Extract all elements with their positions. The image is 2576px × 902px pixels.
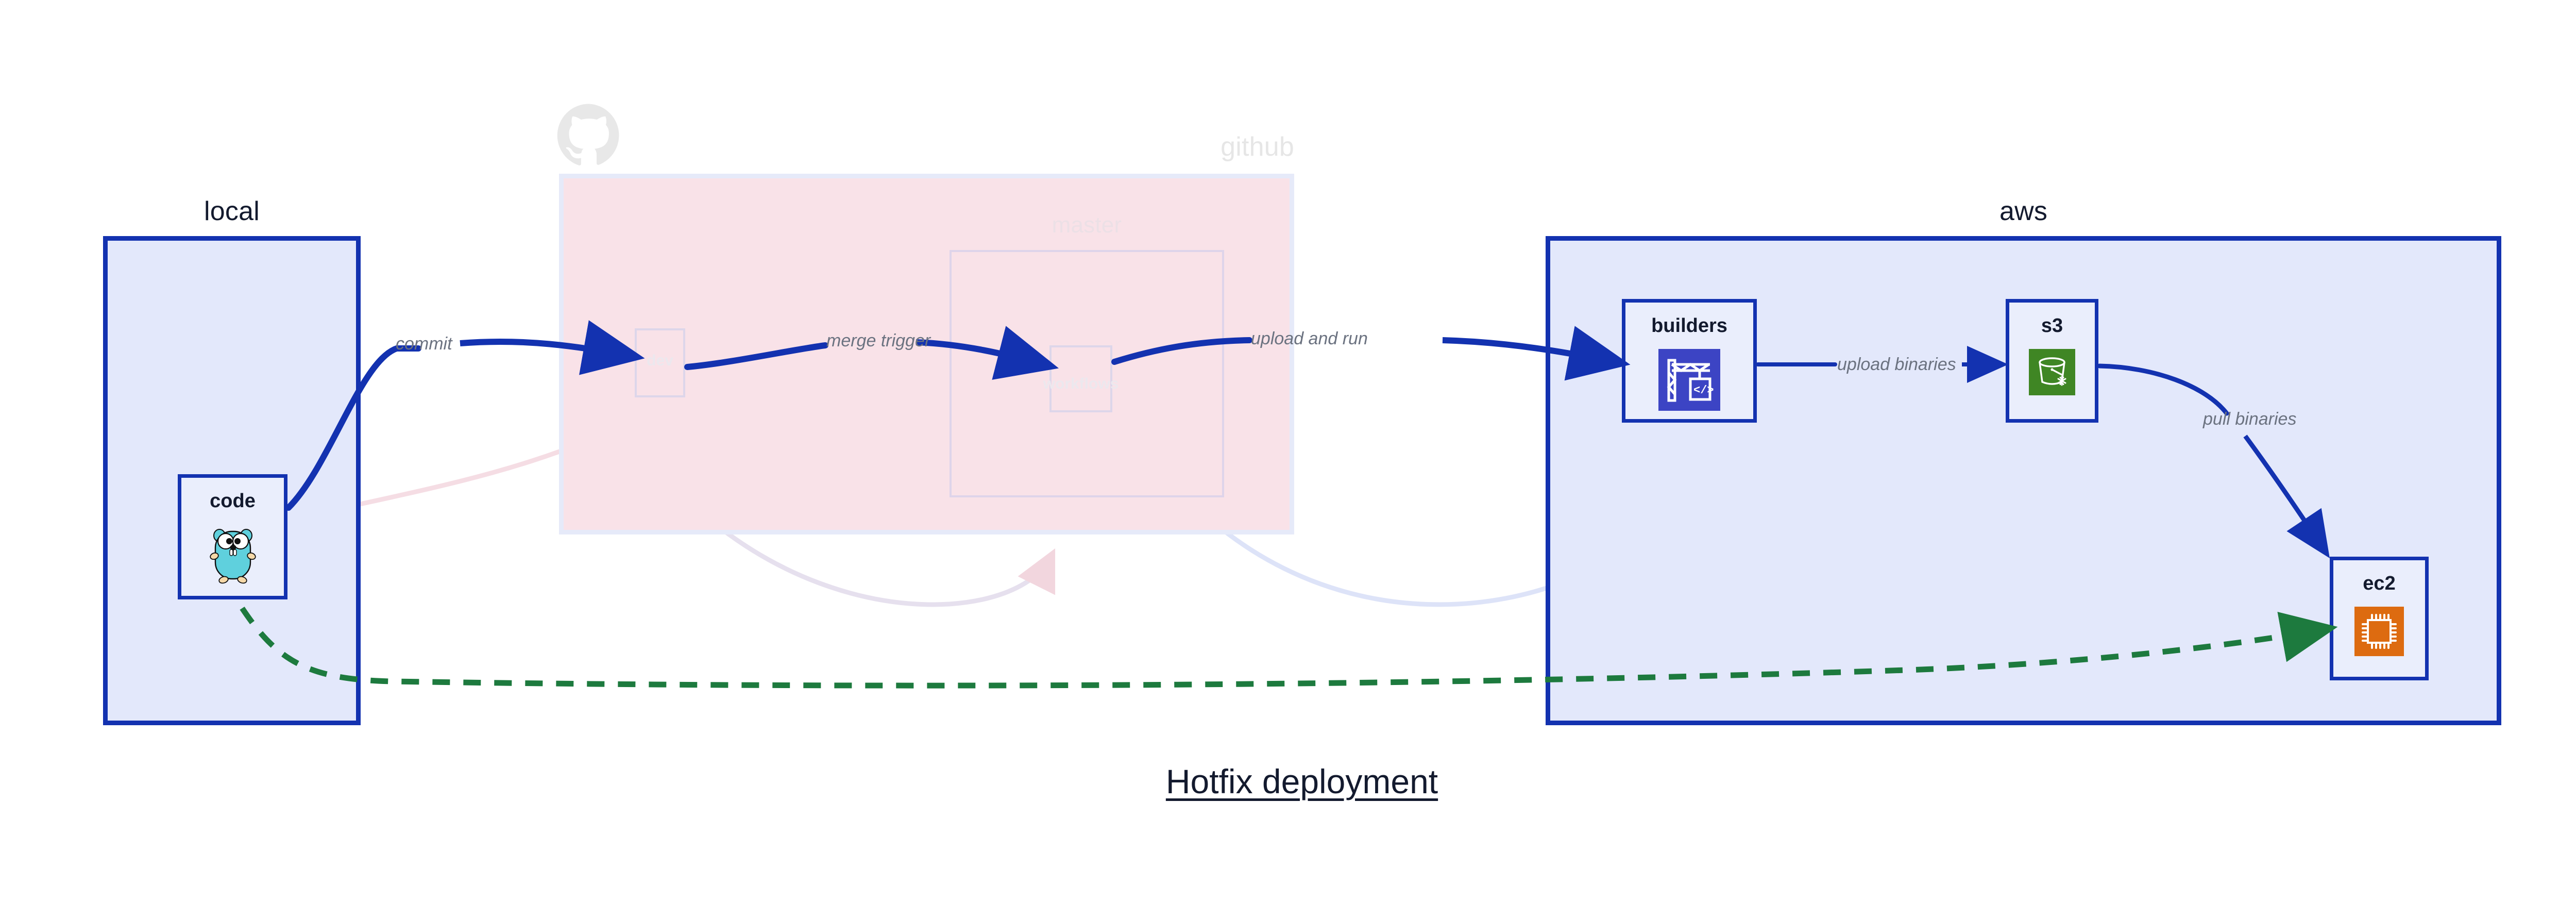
- node-s3-label: s3: [2041, 315, 2063, 337]
- cluster-aws-label: aws: [1999, 196, 2048, 226]
- edge-label-commit: commit: [396, 334, 453, 354]
- aws-codebuild-icon: </>: [1658, 349, 1720, 411]
- node-dev-label: dev: [647, 352, 673, 369]
- node-code-label: code: [210, 490, 256, 512]
- node-code[interactable]: code: [178, 474, 287, 599]
- svg-text:</>: </>: [1693, 384, 1714, 397]
- node-ec2[interactable]: ec2: [2330, 557, 2429, 680]
- go-gopher-icon: [208, 524, 258, 588]
- cluster-github-label: github: [1221, 132, 1294, 162]
- aws-ec2-chip-icon: [2354, 607, 2404, 656]
- node-workflows-label: workflows: [1043, 375, 1119, 392]
- page-title: Hotfix deployment: [1165, 762, 1438, 800]
- node-ec2-label: ec2: [2363, 573, 2396, 594]
- cluster-local-label: local: [204, 196, 260, 226]
- subcluster-master-label: master: [1052, 212, 1122, 238]
- subcluster-master: [950, 250, 1224, 497]
- node-builders-label: builders: [1651, 315, 1727, 337]
- node-builders[interactable]: builders <: [1622, 299, 1757, 423]
- aws-s3-bucket-icon: [2029, 349, 2075, 395]
- node-s3[interactable]: s3: [2006, 299, 2098, 423]
- node-workflows[interactable]: workflows: [1043, 345, 1118, 412]
- node-dev[interactable]: dev: [635, 328, 685, 397]
